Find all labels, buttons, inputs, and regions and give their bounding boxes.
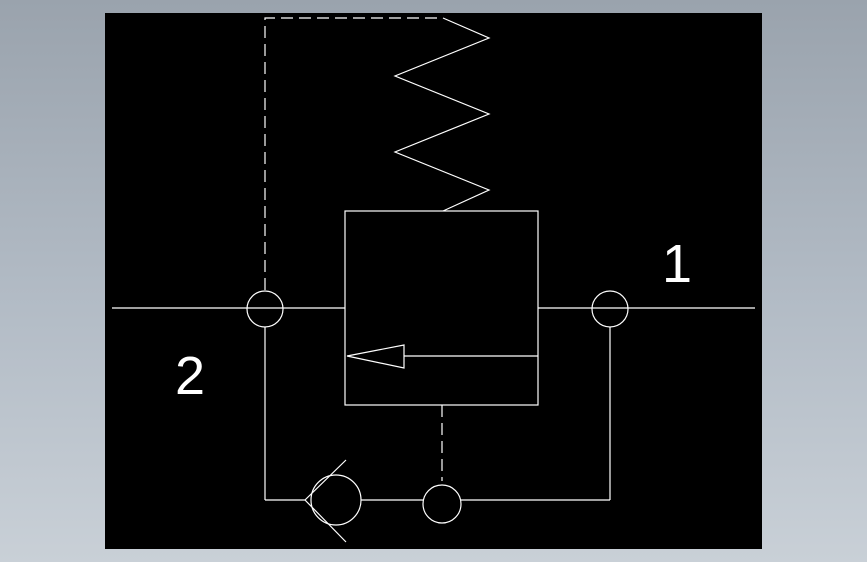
check-valve-seat xyxy=(304,459,347,543)
drawing-canvas xyxy=(105,13,762,549)
junction-drain xyxy=(422,484,462,524)
port-label-2: 2 xyxy=(175,346,205,406)
flow-arrow-head xyxy=(346,344,405,369)
check-valve-ball xyxy=(310,474,362,526)
valve-symbol xyxy=(112,17,755,543)
port-label-1: 1 xyxy=(662,234,692,294)
spring-symbol xyxy=(393,17,491,212)
pilot-line-dashed xyxy=(264,17,443,290)
